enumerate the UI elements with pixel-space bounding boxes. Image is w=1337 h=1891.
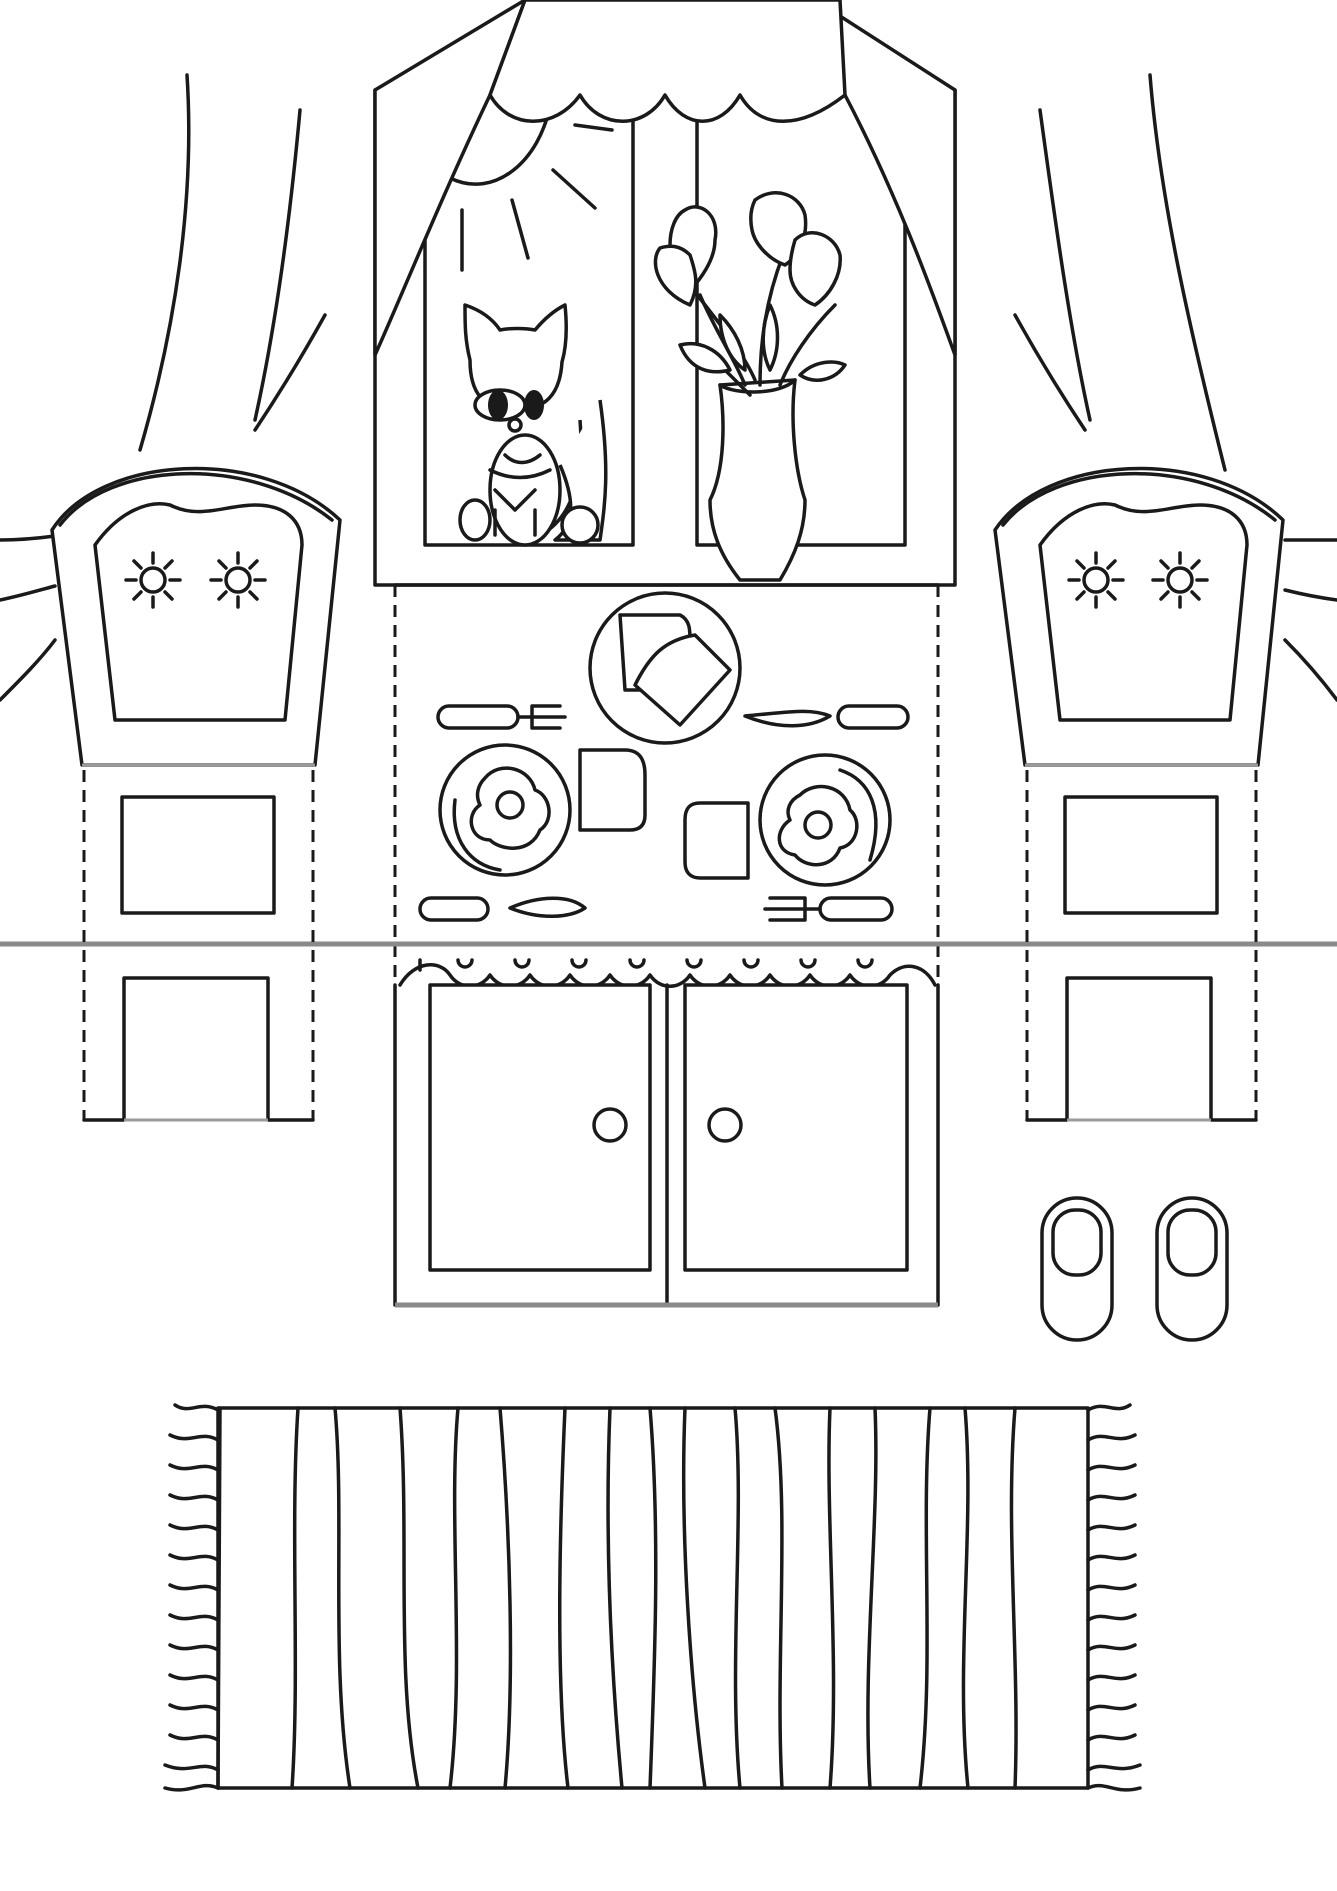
cabinet-knob-left xyxy=(592,1107,628,1143)
tablecloth-lace xyxy=(398,958,937,988)
slippers-icon xyxy=(1040,1196,1229,1342)
cabinet-knob-right xyxy=(707,1107,743,1143)
egg-plate-right-icon xyxy=(758,753,892,887)
vase-icon xyxy=(708,378,807,582)
cup-icon-2 xyxy=(683,801,750,880)
sun-icon-chair-right-2 xyxy=(1151,551,1209,609)
rug-icon xyxy=(216,1406,1090,1790)
rug-fringe-left xyxy=(163,1403,220,1792)
knife-icon xyxy=(743,704,910,730)
sun-icon-chair-right-1 xyxy=(1067,551,1125,609)
tulip-icon xyxy=(653,191,847,397)
cup-icon xyxy=(578,748,647,832)
cat-icon xyxy=(458,303,608,547)
right-curtain xyxy=(1013,73,1337,702)
chair-right xyxy=(993,466,1285,1122)
sun-icon-chair-left-1 xyxy=(124,551,182,609)
rug-fringe-right xyxy=(1086,1403,1142,1792)
window-curtain xyxy=(373,0,957,357)
fork-icon-2 xyxy=(763,896,894,922)
knife-icon-2 xyxy=(418,896,587,922)
sun-icon xyxy=(448,103,614,272)
egg-plate-left-icon xyxy=(438,743,572,877)
chair-left xyxy=(50,466,342,1122)
cabinet xyxy=(393,983,940,1308)
sun-icon-chair-left-2 xyxy=(209,551,267,609)
toast-plate-icon xyxy=(588,591,742,745)
left-curtain xyxy=(0,73,327,702)
fork-icon xyxy=(436,704,567,730)
